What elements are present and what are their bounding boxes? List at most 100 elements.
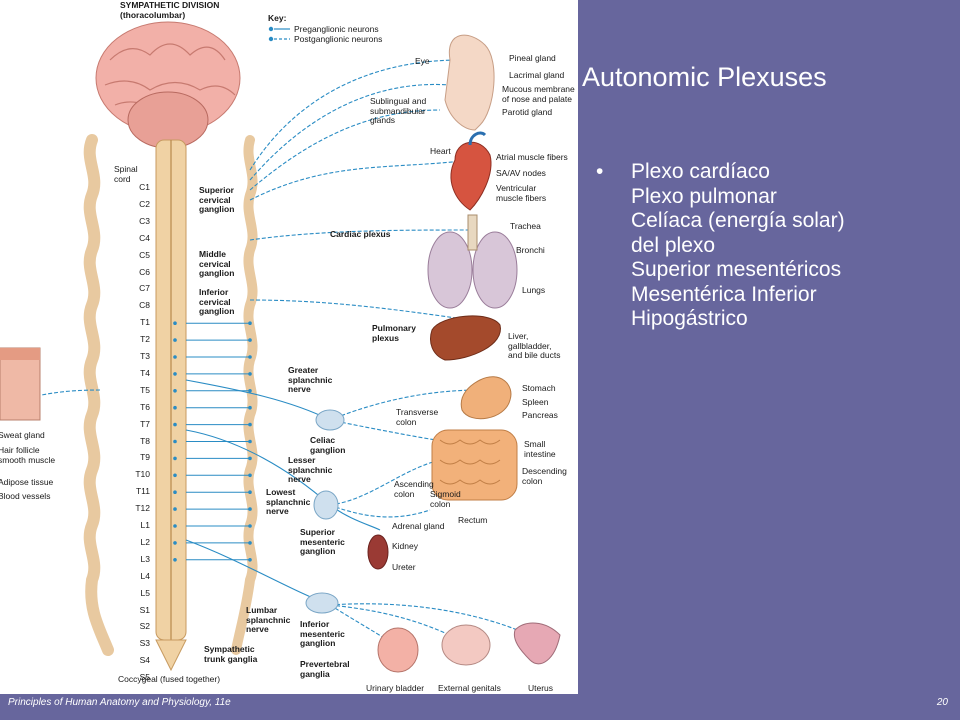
vertebra-label: C3: [139, 215, 150, 226]
vertebra-label: S2: [139, 621, 150, 632]
cord-dot: [173, 524, 177, 528]
vertebra-label: C8: [139, 300, 150, 311]
ganglion-dot: [248, 422, 252, 427]
external-genitals-label: External genitals: [438, 683, 501, 693]
bullet-line: Superior mesentéricos: [631, 258, 842, 281]
vertebra-label: T6: [140, 401, 150, 412]
cord-dot: [173, 541, 177, 545]
hair-follicle-label: Hair follicle smooth muscle: [0, 445, 56, 465]
ganglion-dot: [248, 507, 252, 511]
cord-dot: [173, 405, 177, 410]
descending-colon-label: Descending colon: [522, 466, 567, 486]
vertebra-label: T1: [140, 317, 150, 328]
liver: [430, 315, 501, 361]
vertebra-label: C1: [139, 182, 150, 192]
vertebra-label: L4: [140, 570, 150, 581]
bullet-line: Mesentérica Inferior: [631, 282, 817, 306]
vertebra-label: C2: [139, 198, 150, 209]
cord-dot: [173, 507, 177, 511]
kidney-shape: [367, 534, 389, 570]
vertebra-label: S5: [139, 672, 150, 683]
slide-title: Autonomic Plexuses: [582, 62, 827, 92]
superior-mesenteric-ganglion-label: Superior mesenteric ganglion: [300, 527, 345, 556]
lungs-label: Lungs: [522, 285, 546, 295]
sa-av-label: SA/AV nodes: [496, 168, 546, 178]
eye-label: Eye: [415, 56, 430, 66]
vertebra-label: T3: [140, 351, 150, 361]
vertebra-label: C5: [139, 249, 150, 260]
bullet-line: Plexo pulmonar: [631, 184, 777, 208]
greater-splanchnic-label: Greater splanchnic nerve: [288, 365, 333, 394]
vertebra-label: T8: [140, 435, 150, 446]
ganglion-dot: [248, 541, 252, 545]
vertebra-label: T11: [135, 486, 150, 497]
small-intestine-label: Small intestine: [524, 439, 556, 459]
stomach-label: Stomach: [522, 383, 556, 393]
lungs: [427, 214, 518, 309]
ganglion-dot: [248, 372, 252, 376]
cord-dot: [173, 473, 177, 478]
ganglion-dot: [248, 338, 252, 342]
head: [444, 34, 495, 131]
superior-cervical-ganglion-label: Superior cervical ganglion: [199, 185, 235, 214]
vertebra-label: S1: [139, 604, 150, 615]
cord-dot: [173, 490, 177, 495]
atrial-label: Atrial muscle fibers: [496, 152, 568, 162]
vertebra-label: T9: [140, 452, 150, 463]
uterus-label: Uterus: [528, 683, 554, 693]
sublingual-label: Sublingual and submandibular glands: [370, 96, 427, 125]
sweat-gland-label: Sweat gland: [0, 430, 45, 440]
vertebra-label: C6: [139, 266, 150, 277]
cardiac-plexus-label: Cardiac plexus: [330, 229, 391, 239]
anatomy-figure: SYMPATHETIC DIVISION (thoracolumbar) Key…: [0, 0, 578, 694]
ureter-label: Ureter: [392, 562, 416, 572]
vertebra-label: L1: [140, 520, 150, 530]
heart: [450, 131, 492, 211]
adipose-label: Adipose tissue: [0, 477, 54, 487]
heart-label: Heart: [430, 146, 451, 156]
cord-dot: [173, 389, 177, 393]
lesser-splanchnic-label: Lesser splanchnic nerve: [288, 455, 333, 484]
key-title: Key:: [268, 13, 287, 23]
adrenal-label: Adrenal gland: [392, 521, 445, 531]
blood-vessels-label: Blood vessels: [0, 491, 51, 501]
ganglion-dot: [248, 558, 252, 562]
cord-dot: [173, 422, 177, 427]
kidney-label: Kidney: [392, 541, 418, 551]
vertebra-label: T10: [135, 469, 150, 480]
ganglion-dot: [248, 355, 252, 359]
cord-dot: [173, 439, 177, 444]
ganglion-dot: [248, 490, 252, 495]
urinary-bladder-label: Urinary bladder: [366, 683, 425, 693]
uterus-shape: [513, 622, 561, 665]
ganglion-dot: [248, 439, 252, 444]
trachea-label: Trachea: [510, 221, 541, 231]
bladder-shape: [377, 627, 419, 673]
vertebra-label: S3: [139, 638, 150, 649]
genitals-shape: [441, 624, 491, 666]
division-subheader: (thoracolumbar): [120, 10, 186, 20]
pancreas-label: Pancreas: [522, 410, 558, 420]
nervous-system-diagram: [0, 21, 561, 673]
vertebra-label: L2: [140, 536, 150, 547]
cord-dot: [173, 558, 177, 562]
vertebra-label: C7: [139, 283, 150, 294]
rectum-label: Rectum: [458, 515, 488, 525]
lowest-splanchnic-label: Lowest splanchnic nerve: [266, 487, 311, 516]
sympathetic-trunk-label: Sympathetic trunk ganglia: [204, 644, 258, 664]
page-number: 20: [936, 697, 948, 708]
pulmonary-plexus-label: Pulmonary plexus: [372, 323, 416, 343]
digestive-organs: [431, 376, 518, 501]
liver-label: Liver, gallbladder, and bile ducts: [508, 331, 561, 360]
spinal-column: [155, 139, 187, 672]
bullet-list: • Plexo cardíaco Plexo pulmonar Celíaca …: [596, 160, 946, 332]
division-header: SYMPATHETIC DIVISION: [120, 0, 220, 10]
celiac-ganglion-label: Celiac ganglion: [310, 435, 346, 455]
bullet-line: Hipogástrico: [631, 307, 748, 330]
spleen-label: Spleen: [522, 397, 549, 407]
brain: [95, 21, 241, 149]
vertebra-label: T12: [135, 503, 150, 514]
vertebra-label: C4: [139, 232, 150, 243]
cord-dot: [173, 355, 177, 359]
